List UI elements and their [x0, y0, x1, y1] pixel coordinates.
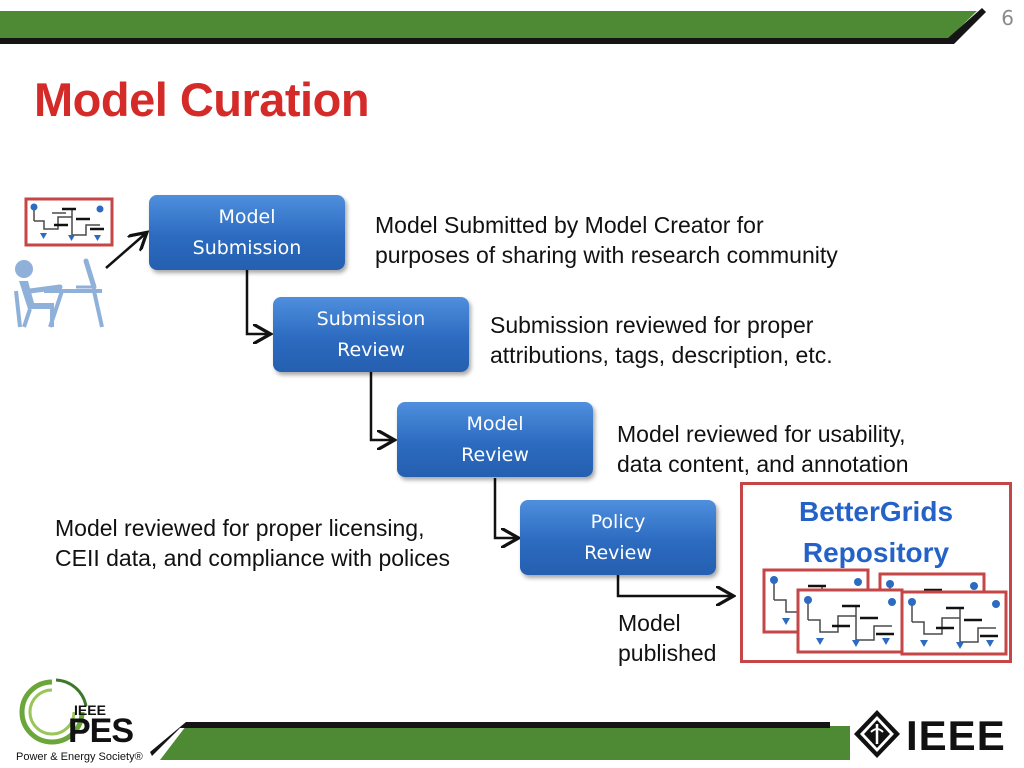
- top-banner: [0, 8, 986, 44]
- person-at-computer-icon: [14, 258, 104, 328]
- arrow-policy-review-to-repository: [616, 575, 731, 596]
- description-model-submission: Model Submitted by Model Creator for pur…: [375, 212, 838, 268]
- arrow-model-review-to-policy-review: [493, 478, 516, 538]
- repository-models: [762, 568, 1008, 656]
- model-published-label: Model published: [618, 610, 717, 666]
- description-model-review: Model reviewed for usability, data conte…: [617, 421, 909, 477]
- arrow-submission-review-to-model-review: [369, 372, 392, 440]
- pes-swoosh-icon: [19, 678, 88, 745]
- repository-label: BetterGrids Repository: [798, 496, 954, 568]
- step-submission-review[interactable]: Submission Review: [273, 297, 469, 372]
- slide-title: Model Curation: [34, 73, 370, 126]
- pes-logo-main: PES: [68, 712, 134, 750]
- ieee-diamond-icon: [854, 710, 900, 758]
- ieee-pes-logo: IEEE PES Power & Energy Society®: [12, 676, 152, 766]
- creator-illustration: [14, 197, 114, 328]
- model-thumbnail-3: [796, 588, 904, 654]
- bottom-banner: [150, 722, 850, 760]
- ieee-wordmark: IEEE: [906, 712, 1006, 759]
- step-policy-review[interactable]: Policy Review: [520, 500, 716, 575]
- arrow-submission-to-submission-review: [245, 270, 268, 334]
- arrow-creator-to-submission: [105, 234, 145, 269]
- description-policy-review: Model reviewed for proper licensing, CEI…: [55, 515, 451, 571]
- slide-number: 6: [1001, 6, 1014, 30]
- description-submission-review: Submission reviewed for proper attributi…: [490, 312, 833, 368]
- model-thumbnail-4: [900, 590, 1008, 656]
- ieee-logo: IEEE: [852, 708, 1020, 764]
- pes-logo-caption: Power & Energy Society®: [16, 751, 143, 763]
- pes-logo-top: IEEE: [74, 702, 106, 718]
- step-model-review[interactable]: Model Review: [397, 402, 593, 477]
- grid-model-icon: [24, 197, 114, 247]
- step-model-submission[interactable]: Model Submission: [149, 195, 345, 270]
